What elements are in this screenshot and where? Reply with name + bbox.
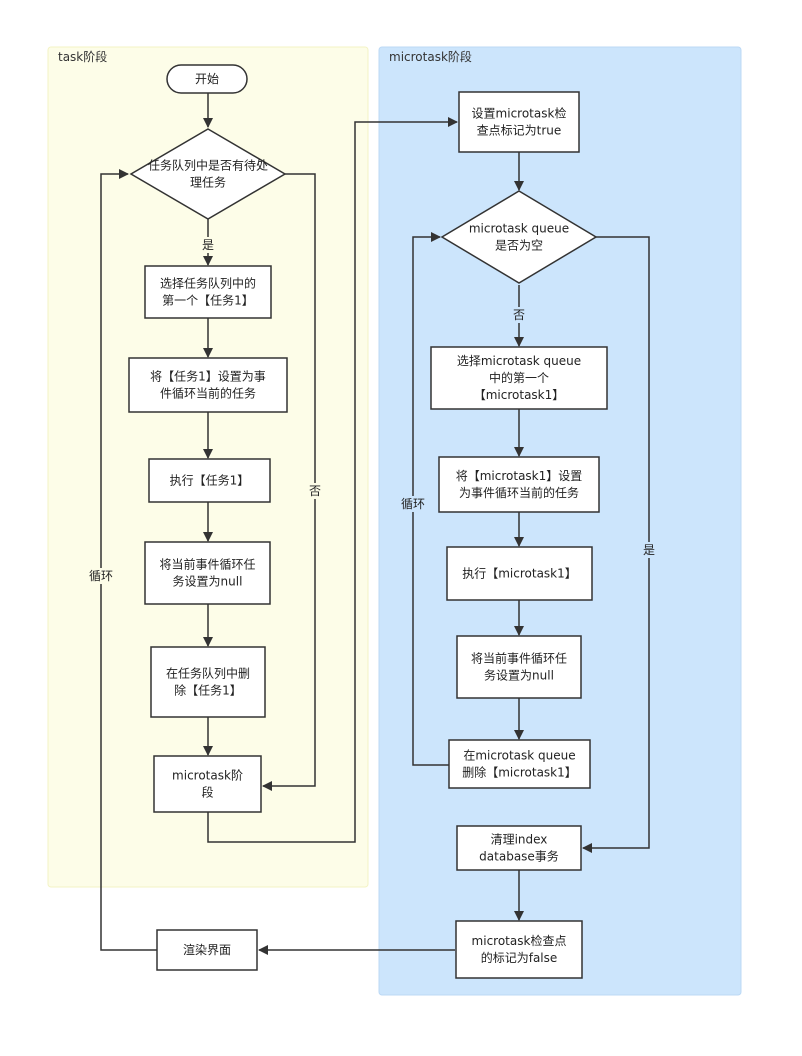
node-shape bbox=[456, 825, 582, 871]
node-text-line: database事务 bbox=[479, 849, 559, 864]
microtask-lane-title: microtask阶段 bbox=[389, 49, 472, 64]
node-text-line: 将【microtask1】设置 bbox=[456, 469, 583, 483]
node-shape bbox=[430, 346, 608, 410]
node-microtask-stage: microtask阶段 bbox=[153, 755, 262, 813]
node-text-line: 的标记为false bbox=[481, 950, 558, 965]
node-text-line: 【microtask1】 bbox=[474, 388, 565, 402]
node-text-line: 在任务队列中删 bbox=[166, 666, 250, 681]
label-mq-yes: 是 bbox=[643, 543, 655, 557]
node-text-line: 执行【任务1】 bbox=[170, 473, 250, 488]
nodes: 开始任务队列中是否有待处理任务选择任务队列中的第一个【任务1】将【任务1】设置为… bbox=[128, 64, 608, 979]
node-text-line: 为事件循环当前的任务 bbox=[459, 485, 579, 500]
node-run-task: 执行【任务1】 bbox=[148, 458, 271, 503]
label-mq-no: 否 bbox=[513, 308, 525, 322]
node-text-line: 是否为空 bbox=[495, 239, 543, 253]
node-text-line: 理任务 bbox=[190, 175, 226, 190]
edge-task-loop bbox=[100, 169, 157, 951]
node-text-line: 将【任务1】设置为事 bbox=[150, 369, 266, 384]
node-shape bbox=[456, 635, 582, 699]
node-text-line: 段 bbox=[201, 785, 213, 800]
edge-labels: 是 否 循环 否 循环 是 bbox=[87, 237, 657, 584]
node-run-micro: 执行【microtask1】 bbox=[446, 546, 593, 601]
node-text-line: 查点标记为true bbox=[477, 124, 562, 138]
node-text-line: 中的第一个 bbox=[489, 370, 549, 385]
node-shape bbox=[144, 265, 272, 319]
node-text-line: 第一个【任务1】 bbox=[162, 293, 254, 308]
node-text-line: 选择任务队列中的 bbox=[160, 276, 256, 291]
node-text-line: 开始 bbox=[195, 72, 219, 86]
node-text-line: 务设置为null bbox=[484, 668, 554, 683]
node-start: 开始 bbox=[166, 64, 248, 94]
node-shape bbox=[446, 546, 593, 601]
node-shape bbox=[455, 920, 583, 979]
node-cleanup-idb: 清理index database事务 bbox=[456, 825, 582, 871]
node-text-line: 将当前事件循环任 bbox=[471, 651, 567, 666]
node-text-line: 件循环当前的任务 bbox=[160, 386, 256, 401]
node-render: 渲染界面 bbox=[156, 929, 258, 971]
node-shape bbox=[448, 739, 591, 789]
node-text-line: 清理index bbox=[491, 833, 548, 847]
node-text-line: 在microtask queue bbox=[463, 749, 575, 763]
label-task-yes: 是 bbox=[202, 238, 214, 252]
node-text-line: 设置microtask检 bbox=[472, 106, 567, 121]
node-remove-micro: 在microtask queue 删除【microtask1】 bbox=[448, 739, 591, 789]
node-text-line: 务设置为null bbox=[173, 574, 243, 589]
node-text-line: 选择microtask queue bbox=[457, 354, 581, 368]
label-task-loop: 循环 bbox=[89, 569, 113, 583]
node-shape bbox=[458, 91, 580, 153]
node-shape bbox=[129, 128, 287, 220]
node-shape bbox=[438, 456, 600, 513]
node-text-line: 任务队列中是否有待处 bbox=[148, 158, 268, 173]
node-shape bbox=[166, 64, 248, 94]
node-shape bbox=[144, 541, 271, 605]
node-text-line: 执行【microtask1】 bbox=[462, 567, 577, 581]
label-task-no: 否 bbox=[309, 484, 321, 498]
node-mq-empty: microtask queue 是否为空 bbox=[440, 190, 598, 284]
node-text-line: 渲染界面 bbox=[183, 942, 231, 957]
node-text-line: 将当前事件循环任 bbox=[159, 557, 255, 572]
node-shape bbox=[150, 646, 266, 718]
node-text-line: microtask queue bbox=[469, 222, 569, 236]
node-shape bbox=[156, 929, 258, 971]
node-text-line: 删除【microtask1】 bbox=[462, 765, 577, 780]
node-text-line: microtask检查点 bbox=[472, 933, 567, 948]
node-shape bbox=[153, 755, 262, 813]
node-text-line: 除【任务1】 bbox=[174, 683, 242, 698]
edge-decision-no bbox=[262, 173, 316, 791]
edge-to-set-checkpoint bbox=[207, 117, 458, 843]
node-shape bbox=[148, 458, 271, 503]
node-select-micro: 选择microtask queue 中的第一个【microtask1】 bbox=[430, 346, 608, 410]
node-shape bbox=[128, 357, 288, 413]
task-lane-title: task阶段 bbox=[58, 49, 107, 64]
node-text-line: microtask阶 bbox=[172, 769, 243, 783]
label-mq-loop: 循环 bbox=[401, 497, 425, 511]
node-shape bbox=[440, 190, 598, 284]
